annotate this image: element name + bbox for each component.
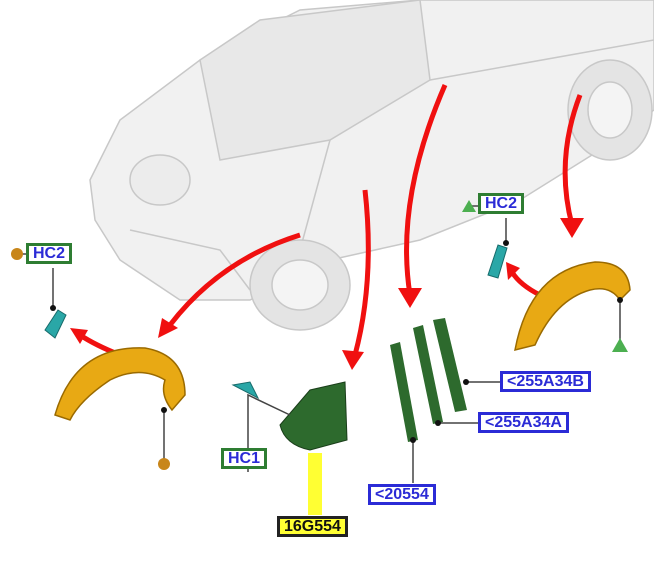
arrow-rear-arch bbox=[562, 94, 583, 226]
arrow-trim bbox=[404, 84, 448, 296]
arrow-mudflap bbox=[352, 189, 371, 356]
red-arrows bbox=[78, 84, 583, 358]
leader-lines bbox=[17, 205, 621, 483]
front-wheel-arch bbox=[54, 347, 186, 421]
label-255a34a[interactable]: <255A34A bbox=[478, 412, 569, 433]
label-16g554[interactable]: 16G554 bbox=[277, 516, 348, 537]
marker-triangle-top bbox=[462, 200, 476, 212]
arrowheads bbox=[70, 218, 584, 370]
label-hc1[interactable]: HC1 bbox=[221, 448, 268, 469]
clips bbox=[44, 244, 508, 400]
label-20554[interactable]: <20554 bbox=[368, 484, 436, 505]
truck-illustration bbox=[89, 0, 654, 331]
label-255a34b[interactable]: <255A34B bbox=[500, 371, 591, 392]
rear-wheel-arch bbox=[514, 261, 631, 352]
marker-triangle-right bbox=[612, 338, 628, 352]
marker-circle-bottom bbox=[158, 458, 170, 470]
marker-circle-left bbox=[11, 248, 23, 260]
arrow-clip-right bbox=[509, 270, 542, 298]
part-highlight-16g554 bbox=[308, 453, 322, 515]
label-hc2-right[interactable]: HC2 bbox=[478, 193, 525, 214]
label-hc2-left[interactable]: HC2 bbox=[26, 243, 73, 264]
trim-strips bbox=[390, 318, 467, 442]
mudflap-16g554 bbox=[279, 381, 348, 451]
arrow-front-arch bbox=[168, 232, 301, 327]
